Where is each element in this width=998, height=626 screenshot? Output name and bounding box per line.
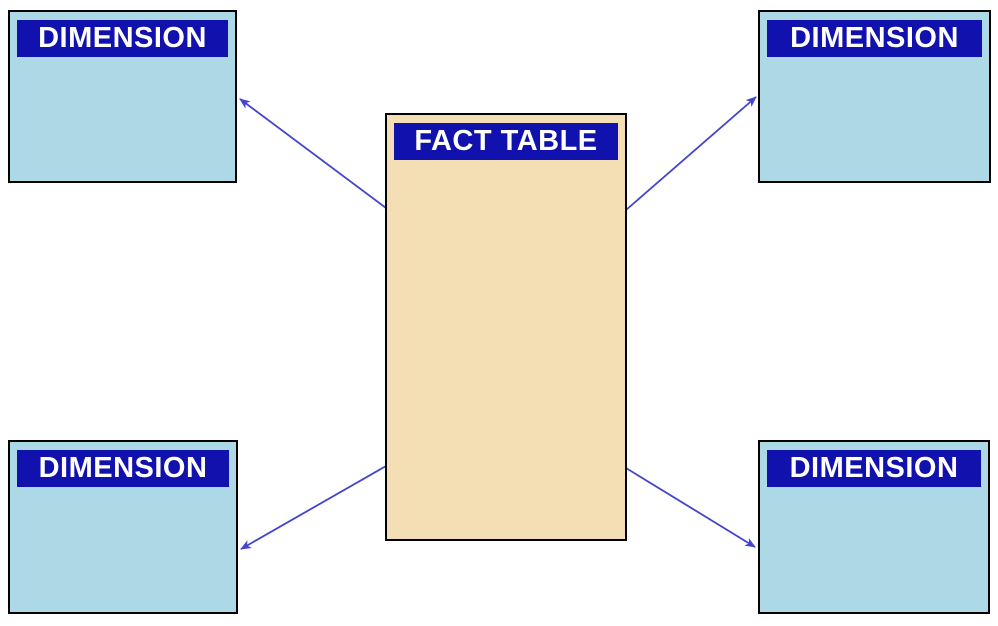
dimension-box-bottom-right: DIMENSION: [758, 440, 990, 614]
dimension-header-top-right: DIMENSION: [767, 20, 982, 57]
dimension-header-bottom-left: DIMENSION: [17, 450, 229, 487]
dimension-box-top-left: DIMENSION: [8, 10, 237, 183]
fact-table-label: FACT TABLE: [414, 125, 598, 157]
dimension-header-top-left: DIMENSION: [17, 20, 228, 57]
arrow-fact-to-bottom-right-dimension: [625, 467, 756, 548]
arrow-fact-to-top-left-dimension: [239, 98, 387, 209]
fact-table-header: FACT TABLE: [394, 123, 618, 160]
dimension-label: DIMENSION: [790, 22, 959, 54]
fact-table-box: FACT TABLE: [385, 113, 627, 541]
arrow-fact-to-top-right-dimension: [625, 96, 757, 211]
arrow-fact-to-bottom-left-dimension: [240, 465, 387, 550]
dimension-box-bottom-left: DIMENSION: [8, 440, 238, 614]
dimension-header-bottom-right: DIMENSION: [767, 450, 981, 487]
dimension-label: DIMENSION: [38, 22, 207, 54]
dimension-label: DIMENSION: [38, 452, 208, 484]
dimension-box-top-right: DIMENSION: [758, 10, 991, 183]
dimension-label: DIMENSION: [789, 452, 959, 484]
